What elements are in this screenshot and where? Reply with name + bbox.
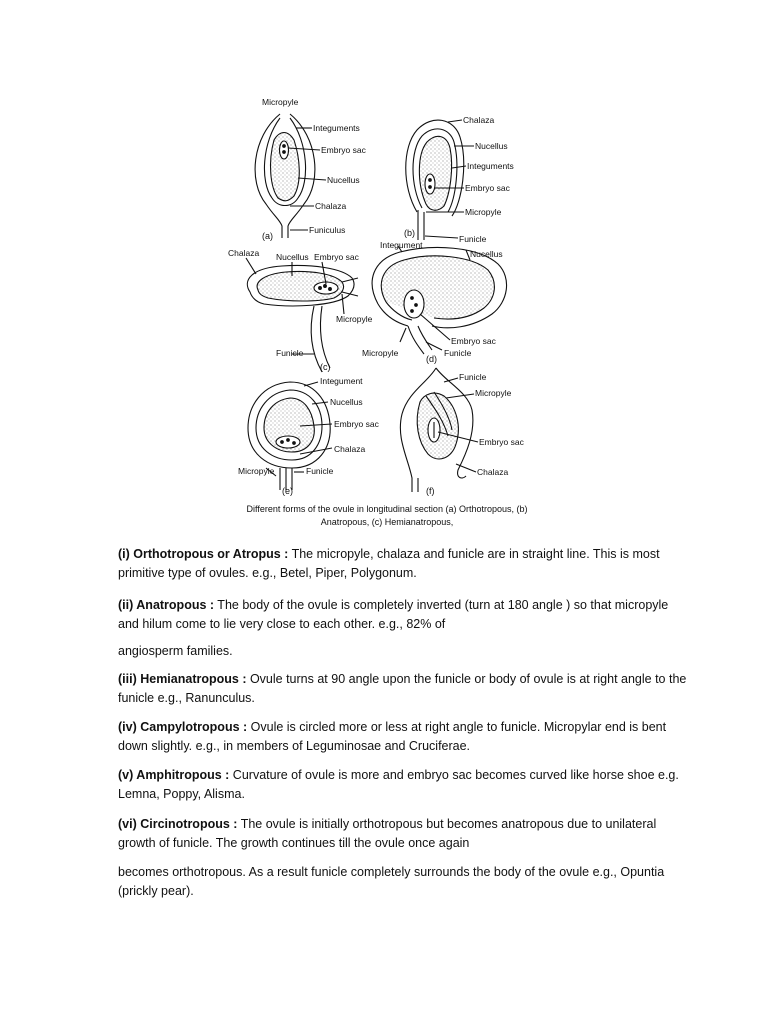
label-d-embryo-sac: Embryo sac — [451, 336, 497, 346]
label-d-funicle: Funicle — [444, 348, 472, 358]
paragraph-circinotropous: (vi) Circinotropous : The ovule is initi… — [118, 815, 688, 853]
tag-a: (a) — [262, 231, 273, 241]
label-b-embryo-sac: Embryo sac — [465, 183, 511, 193]
label-f-micropyle: Micropyle — [475, 388, 512, 398]
desc-anatropous-cont: angiosperm families. — [118, 644, 233, 658]
label-a-funiculus: Funiculus — [309, 225, 345, 235]
ovule-e-amphitropous — [247, 381, 333, 490]
label-b-micropyle: Micropyle — [465, 207, 502, 217]
paragraph-anatropous: (ii) Anatropous : The body of the ovule … — [118, 596, 688, 634]
label-c-nucellus: Nucellus — [276, 252, 309, 262]
desc-anatropous: The body of the ovule is completely inve… — [118, 598, 669, 631]
caption-line-2: Anatropous, (c) Hemianatropous, — [320, 517, 454, 527]
paragraph-anatropous-cont: angiosperm families. — [118, 642, 688, 661]
label-a-chalaza: Chalaza — [315, 201, 346, 211]
label-e-micropyle: Micropyle — [238, 466, 275, 476]
label-f-embryo-sac: Embryo sac — [479, 437, 525, 447]
tag-c: (c) — [320, 362, 331, 372]
desc-amphitropous: Curvature of ovule is more and embryo sa… — [118, 768, 679, 801]
label-b-funicle: Funicle — [459, 234, 487, 244]
tag-f: (f) — [426, 486, 435, 496]
caption-line-1: Different forms of the ovule in longitud… — [246, 504, 528, 514]
label-e-embryo-sac: Embryo sac — [334, 419, 380, 429]
label-e-chalaza: Chalaza — [334, 444, 365, 454]
label-c-chalaza: Chalaza — [228, 248, 259, 258]
ovule-c-hemianatropous — [245, 257, 359, 373]
label-e-nucellus: Nucellus — [330, 397, 363, 407]
term-circinotropous: (vi) Circinotropous : — [118, 817, 238, 831]
paragraph-circinotropous-cont: becomes orthotropous. As a result funicl… — [118, 863, 688, 901]
figure-caption: Different forms of the ovule in longitud… — [222, 503, 552, 529]
desc-hemianatropous: Ovule turns at 90 angle upon the funicle… — [118, 672, 687, 705]
tag-b: (b) — [404, 228, 415, 238]
ovule-d-campylotropous — [371, 245, 508, 355]
label-d-micropyle: Micropyle — [362, 348, 399, 358]
desc-circinotropous-cont: becomes orthotropous. As a result funicl… — [118, 865, 665, 898]
label-a-micropyle: Micropyle — [262, 97, 299, 107]
ovule-f-circinotropous — [399, 367, 479, 492]
desc-campylotropous: Ovule is circled more or less at right a… — [118, 720, 667, 753]
paragraph-amphitropous: (v) Amphitropous : Curvature of ovule is… — [118, 766, 688, 804]
label-c-micropyle: Micropyle — [336, 314, 373, 324]
label-a-embryo-sac: Embryo sac — [321, 145, 367, 155]
label-f-chalaza: Chalaza — [477, 467, 508, 477]
paragraph-orthotropous: (i) Orthotropous or Atropus : The microp… — [118, 545, 688, 583]
label-f-funicle: Funicle — [459, 372, 487, 382]
label-d-integument: Integument — [380, 240, 423, 250]
label-b-chalaza: Chalaza — [463, 115, 494, 125]
label-a-nucellus: Nucellus — [327, 175, 360, 185]
ovule-a-orthotropous — [254, 113, 327, 238]
label-a-integuments: Integuments — [313, 123, 360, 133]
term-orthotropous: (i) Orthotropous or Atropus : — [118, 547, 289, 561]
ovule-diagram: Micropyle Integuments Embryo sac Nucellu… — [228, 97, 525, 496]
label-e-funicle: Funicle — [306, 466, 334, 476]
term-hemianatropous: (iii) Hemianatropous : — [118, 672, 247, 686]
term-anatropous: (ii) Anatropous : — [118, 598, 215, 612]
desc-orthotropous: The micropyle, chalaza and funicle are i… — [118, 547, 660, 580]
tag-e: (e) — [282, 486, 293, 496]
term-amphitropous: (v) Amphitropous : — [118, 768, 230, 782]
label-b-nucellus: Nucellus — [475, 141, 508, 151]
paragraph-campylotropous: (iv) Campylotropous : Ovule is circled m… — [118, 718, 688, 756]
label-c-embryo-sac: Embryo sac — [314, 252, 360, 262]
label-e-integument: Integument — [320, 376, 363, 386]
ovule-figure: Micropyle Integuments Embryo sac Nucellu… — [222, 92, 552, 502]
label-c-funicle: Funicle — [276, 348, 304, 358]
paragraph-hemianatropous: (iii) Hemianatropous : Ovule turns at 90… — [118, 670, 688, 708]
term-campylotropous: (iv) Campylotropous : — [118, 720, 248, 734]
label-d-nucellus: Nucellus — [470, 249, 503, 259]
label-b-integuments: Integuments — [467, 161, 514, 171]
desc-circinotropous: The ovule is initially orthotropous but … — [118, 817, 657, 850]
ovule-b-anatropous — [405, 119, 474, 240]
tag-d: (d) — [426, 354, 437, 364]
